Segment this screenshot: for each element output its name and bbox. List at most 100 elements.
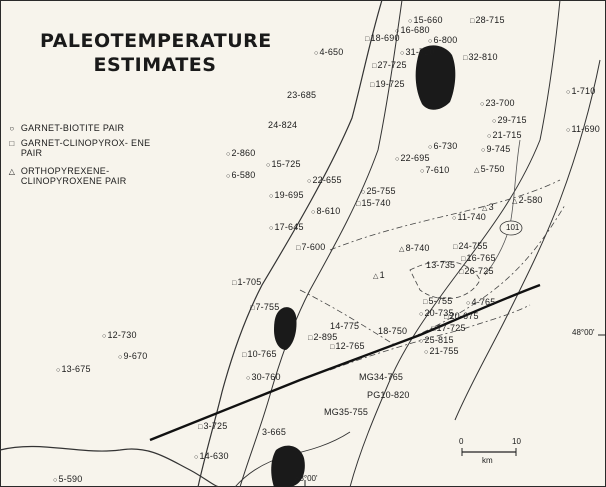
circle-symbol-icon: ○: [492, 118, 497, 125]
sample-label: PG10-820: [367, 390, 410, 400]
sample-label: MG34-765: [359, 372, 403, 382]
circle-symbol-icon: ○: [118, 354, 123, 361]
main-fault-trace: [149, 283, 541, 442]
sample-temperature: 27-725: [377, 60, 407, 70]
circle-symbol-icon: ○: [466, 300, 471, 307]
sample-label: □5-755: [423, 296, 452, 308]
circle-symbol-icon: ○: [395, 28, 400, 35]
sample-temperature: 24-755: [458, 241, 488, 251]
sample-temperature: 6-580: [231, 170, 256, 180]
sample-label: ○17-645: [269, 222, 304, 234]
sample-temperature: 22-655: [312, 175, 342, 185]
sample-temperature: 1-710: [571, 86, 596, 96]
sample-label: ○4-765: [466, 297, 495, 309]
sample-temperature: 16-765: [466, 253, 496, 263]
legend-garnet-biotite: ○ GARNET-BIOTITE PAIR: [6, 123, 124, 134]
square-symbol-icon: □: [453, 244, 458, 251]
sample-temperature: 15-725: [271, 159, 301, 169]
sample-label: ○1-710: [566, 86, 595, 98]
sample-temperature: 17-645: [274, 222, 304, 232]
river: [0, 445, 221, 487]
isograd-2: [299, 204, 566, 346]
sample-label: △3: [482, 202, 494, 214]
sample-label: □24-755: [453, 241, 488, 253]
sample-label: □18-690: [365, 33, 400, 45]
sample-temperature: 7-755: [255, 302, 280, 312]
scale-end-label: 10: [512, 437, 521, 446]
sample-temperature: 29-715: [497, 115, 527, 125]
circle-symbol-icon: ○: [102, 333, 107, 340]
legend-label: GARNET-CLINOPYROX- ENE PAIR: [20, 138, 151, 158]
circle-symbol-icon: ○: [246, 375, 251, 382]
circle-symbol-icon: ○: [428, 38, 433, 45]
circle-symbol-icon: ○: [269, 193, 274, 200]
sample-label: ○13-675: [56, 364, 91, 376]
sample-temperature: 25-755: [366, 186, 396, 196]
sample-temperature: 24-824: [268, 120, 298, 130]
sample-temperature: 20-675: [449, 311, 479, 321]
triangle-symbol-icon: △: [373, 273, 379, 280]
sample-label: ○9-670: [118, 351, 147, 363]
sample-temperature: 4-765: [471, 297, 496, 307]
circle-symbol-icon: ○: [566, 89, 571, 96]
sample-label: □16-765: [461, 253, 496, 265]
sample-temperature: 6-730: [433, 141, 458, 151]
longitude-label: 83°00': [295, 474, 318, 483]
legend-label: GARNET-BIOTITE PAIR: [20, 123, 125, 133]
sample-label: ○9-745: [481, 144, 510, 156]
sample-temperature: 6-800: [433, 35, 458, 45]
sample-temperature: 25-815: [424, 335, 454, 345]
intrusion-south: [271, 445, 305, 487]
sample-label: ○31-720: [400, 47, 435, 59]
sample-label: ○25-755: [361, 186, 396, 198]
triangle-symbol-icon: △: [474, 167, 480, 174]
sample-label: △5-750: [474, 164, 505, 176]
sample-label: ○6-730: [428, 141, 457, 153]
sample-label: ○22-695: [395, 153, 430, 165]
sample-temperature: 14-630: [199, 451, 229, 461]
sample-temperature: 11-690: [571, 124, 600, 134]
square-symbol-icon: □: [242, 352, 247, 359]
sample-label: ○12-730: [102, 330, 137, 342]
sample-label: □7-755: [250, 302, 279, 314]
circle-symbol-icon: ○: [269, 225, 274, 232]
sample-temperature: 8-740: [405, 243, 430, 253]
circle-symbol-icon: ○: [419, 338, 424, 345]
sample-temperature: 23-685: [287, 90, 317, 100]
sample-label: □17-725: [431, 323, 466, 335]
square-symbol-icon: □: [459, 269, 464, 276]
sample-temperature: 5-755: [428, 296, 453, 306]
sample-temperature: 10-765: [247, 349, 277, 359]
sample-label: 13-735: [426, 260, 455, 270]
sample-temperature: 5-590: [58, 474, 83, 484]
circle-symbol-icon: ○: [266, 162, 271, 169]
sample-label: ○7-610: [420, 165, 449, 177]
square-symbol-icon: □: [370, 82, 375, 89]
circle-symbol-icon: ○: [53, 477, 58, 484]
sample-label: ○11-690: [566, 124, 600, 136]
square-symbol-icon: □: [461, 256, 466, 263]
sample-temperature: 31-720: [405, 47, 435, 57]
sample-label: ○4-650: [314, 47, 343, 59]
sample-temperature: 7-610: [425, 165, 450, 175]
circle-symbol-icon: ○: [480, 101, 485, 108]
sample-label: ○6-580: [226, 170, 255, 182]
sample-temperature: 23-700: [485, 98, 515, 108]
sample-temperature: 1: [379, 270, 385, 280]
isograd-1: [329, 179, 561, 251]
circle-symbol-icon: ○: [419, 311, 424, 318]
circle-symbol-icon: ○: [428, 144, 433, 151]
sample-temperature: 21-755: [429, 346, 459, 356]
sample-temperature: 20-735: [424, 308, 454, 318]
sample-temperature: 17-725: [436, 323, 466, 333]
scale-start-label: 0: [459, 437, 464, 446]
circle-symbol-icon: ○: [56, 367, 61, 374]
sample-temperature: 30-760: [251, 372, 281, 382]
circle-symbol-icon: ○: [424, 349, 429, 356]
legend-garnet-clinopyroxene: □ GARNET-CLINOPYROX- ENE PAIR: [6, 138, 156, 158]
sample-label: 18-750: [378, 326, 407, 336]
sample-temperature: 7-600: [301, 242, 326, 252]
circle-symbol-icon: ○: [420, 168, 425, 175]
sample-label: □26-725: [459, 266, 494, 278]
sample-label: ○25-815: [419, 335, 454, 347]
